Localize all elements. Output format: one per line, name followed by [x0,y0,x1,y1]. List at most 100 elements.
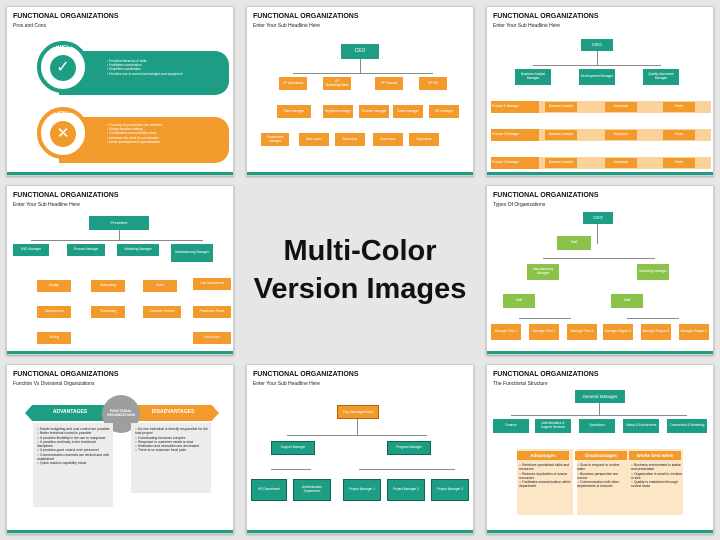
slide-product-matrix[interactable]: FUNCTIONAL ORGANIZATIONS Enter Your Sub … [486,6,714,176]
slide-title: FUNCTIONAL ORGANIZATIONS [13,13,119,20]
list-item: Coordinating becomes complex [135,436,209,440]
connector [511,415,687,416]
list-item: Communication with other departments is … [577,480,627,489]
center-caption: Multi-Color Version Images [246,232,474,308]
connector [597,224,598,244]
row-label: Product 1 Manager [491,101,539,113]
child-node: Accounting [91,280,125,292]
leaf-node: Project Manager 3 [431,479,469,501]
list-item: Response to customer needs is slow [135,440,209,444]
connector [543,258,655,259]
president-node: President [89,216,149,230]
manager-node: Plant manager [277,105,311,118]
staff-node: Supervisor [335,133,365,146]
slide-ceo-tree[interactable]: FUNCTIONAL ORGANIZATIONS Enter Your Sub … [246,6,474,176]
cross-icon: ✕ [50,121,76,147]
list-item: Provides use of current technologies and… [107,72,222,76]
list-item: Reduces duplication of scarce resources [519,472,571,481]
list-item: Facilitates coordination [107,63,222,67]
connector [533,65,661,66]
child-node: Production Room [193,306,231,318]
slide-subtitle: Function Vs Divisional Organizations [13,381,95,387]
slide-footer-bar [487,351,713,354]
list-item: Simplifies coordination [107,67,222,71]
vp-node: VP HR [419,77,447,90]
leaf-node: Project Manager 2 [387,479,425,501]
advantages-list: Easier budgeting and cost control are po… [37,427,111,466]
slide-title: FUNCTIONAL ORGANIZATIONS [493,371,599,378]
connector [359,469,455,470]
child-node: Design [37,280,71,292]
list-item: No one individual is directly responsibl… [135,427,209,436]
leaf-node: Manager Region C [679,324,709,340]
manager-node: Regional manager [323,105,353,118]
leaf-node: Manager Region B [641,324,671,340]
list-item: Provides hierarchy of skills [107,59,222,63]
slide-title: FUNCTIONAL ORGANIZATIONS [253,13,359,20]
child-node: Testing [37,332,71,344]
list-item: Motivation and innovation are decreased [135,444,209,448]
leaf-node: HR Department [251,479,287,501]
list-item: Easier budgeting and cost control are po… [37,427,111,431]
column-header: Advantages [517,451,569,460]
checkmark-icon: ✓ [50,55,76,81]
slide-president-tree[interactable]: FUNCTIONAL ORGANIZATIONS Enter Your Sub … [6,185,234,355]
slide-title: FUNCTIONAL ORGANIZATIONS [493,13,599,20]
slide-title: FUNCTIONAL ORGANIZATIONS [253,371,359,378]
manager-node: Marketing Manager [637,264,669,280]
disadvantages-list: Slow to respond to routine tasks Busines… [577,463,627,489]
connector [599,403,600,415]
slide-top-management[interactable]: FUNCTIONAL ORGANIZATIONS Enter Your Sub … [246,364,474,534]
list-item: Organization is small to medium in size [631,472,683,481]
slide-footer-bar [247,530,473,533]
head-node: Development Manager [579,69,615,85]
staff-node: Supervisor [373,133,403,146]
slide-functional-structure[interactable]: FUNCTIONAL ORGANIZATIONS The Functional … [486,364,714,534]
leaf-node: Administrative Department [293,479,331,501]
staff-node: Staff [611,294,643,308]
slide-title: FUNCTIONAL ORGANIZATIONS [493,192,599,199]
ceo-node: CEO [583,212,613,224]
slide-function-vs-divisional[interactable]: FUNCTIONAL ORGANIZATIONS Function Vs Div… [6,364,234,534]
child-node: Distribution [193,332,231,344]
slide-types-tree[interactable]: FUNCTIONAL ORGANIZATIONS Types Of Organi… [486,185,714,355]
matrix-cell: Tester [663,130,695,140]
disadvantages-banner: DISADVANTAGES [127,405,219,421]
matrix-cell: Business Analyst [545,158,577,168]
slide-footer-bar [487,172,713,175]
general-manager-node: General Manager [575,390,625,403]
pros-label: PROS [54,43,72,49]
staff-node: Department manager [261,133,289,146]
slide-subtitle: Types Of Organizations [493,202,546,208]
slide-footer-bar [7,351,233,354]
connector [271,469,311,470]
slide-footer-bar [7,172,233,175]
slide-subtitle: Enter Your Sub Headline Here [493,23,560,29]
leaf-node: Manager Plan 3 [567,324,597,340]
list-item: It provides continuity in the functional… [37,440,111,449]
list-item: Facilitates communication within departm… [519,480,571,489]
vp-node: VP Marketing/Sales [323,77,351,90]
caption-line-2: Version Images [253,273,467,305]
list-item: Communication channels are vertical and … [37,453,111,462]
child-node: Customer Service [143,306,181,318]
manager-node: HR manager [429,105,459,118]
connector [360,59,361,73]
staff-node: Item owner [299,133,329,146]
works-best-list: Business environment is stable and predi… [631,463,683,489]
column-header: Works best when [629,451,681,460]
caption-line-1: Multi-Color [283,235,437,267]
connector [597,51,598,65]
connector [31,240,203,241]
matrix-cell: Developer [605,102,637,112]
head-node: Marketing Manager [117,244,159,256]
slide-footer-bar [487,530,713,533]
list-item: Reinforce specialized skills and resourc… [519,463,571,472]
list-item: Focusing on production over activities [107,123,225,127]
slide-pros-cons[interactable]: FUNCTIONAL ORGANIZATIONS Pros and Cons P… [6,6,234,176]
ceo-node: CEO [341,44,379,59]
vp-node: VP Finance [375,77,403,90]
staff-node: Staff [503,294,535,308]
list-item: Slow to respond to routine tasks [577,463,627,472]
child-node: Sales [143,280,177,292]
